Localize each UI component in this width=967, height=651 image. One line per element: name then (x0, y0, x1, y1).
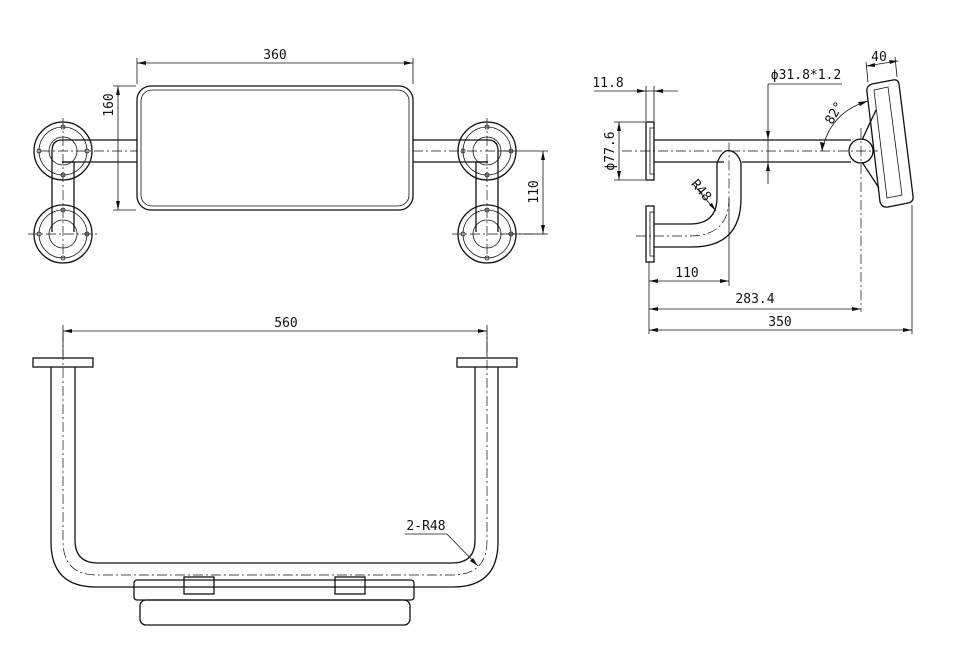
side-view-backrest-pad (861, 79, 914, 208)
side-view-support-bend (636, 140, 742, 248)
dimension-283-4-label: 283.4 (735, 292, 774, 307)
dimension-11-8-label: 11.8 (592, 76, 623, 91)
dimension-110-side-label: 110 (675, 266, 698, 281)
dimension-2-r48-label: 2-R48 (406, 519, 445, 534)
dimension-350-label: 350 (768, 315, 791, 330)
dimension-560-label: 560 (274, 316, 297, 331)
dimension-angle: 82° (820, 99, 869, 152)
dimension-160: 160 (102, 85, 136, 211)
dimension-360-label: 360 (263, 48, 286, 63)
dimension-flange-diameter: ϕ77.6 (603, 121, 645, 181)
dimension-40-label: 40 (871, 50, 887, 65)
side-view: 11.8 ϕ77.6 ϕ31.8*1.2 82° (592, 50, 914, 334)
top-view: 360 160 110 (28, 48, 548, 264)
top-view-flange-bottom-left (28, 204, 100, 264)
dimension-40: 40 (865, 50, 899, 83)
front-view-clamps (183, 576, 366, 595)
dimension-flange-diameter-label: ϕ77.6 (603, 131, 618, 170)
front-view: 560 2-R48 (32, 316, 518, 626)
top-view-backrest-pad (136, 85, 414, 211)
dimension-tube-diameter-label: ϕ31.8*1.2 (771, 68, 841, 83)
dimension-r48-label: R48 (687, 177, 714, 205)
dimension-2-r48: 2-R48 (405, 519, 479, 567)
side-view-arm (622, 139, 878, 163)
dimension-110-side: 110 (648, 198, 730, 334)
front-view-backrest-pad (139, 599, 411, 626)
dimension-110-top-label: 110 (527, 180, 542, 203)
dimension-11-8: 11.8 (592, 76, 678, 121)
dimension-tube-diameter: ϕ31.8*1.2 (766, 68, 842, 184)
top-view-flange-top-left (33, 121, 93, 181)
dimension-283-4: 283.4 (649, 292, 861, 311)
dimension-110-top: 110 (500, 150, 548, 235)
dimension-r48: R48 (687, 177, 717, 212)
dimension-360: 360 (136, 48, 414, 84)
side-view-pivot (848, 138, 874, 164)
top-view-horizontal-tubes (40, 139, 512, 163)
top-view-vertical-tubes (51, 118, 499, 258)
front-view-u-tube (50, 332, 499, 588)
dimension-350: 350 (649, 205, 913, 334)
dimension-560: 560 (62, 316, 488, 356)
dimension-angle-label: 82° (823, 99, 848, 127)
top-view-backrest-pad-inner (140, 89, 410, 207)
dimension-160-label: 160 (102, 93, 117, 116)
front-view-backrest-bracket (133, 579, 415, 601)
